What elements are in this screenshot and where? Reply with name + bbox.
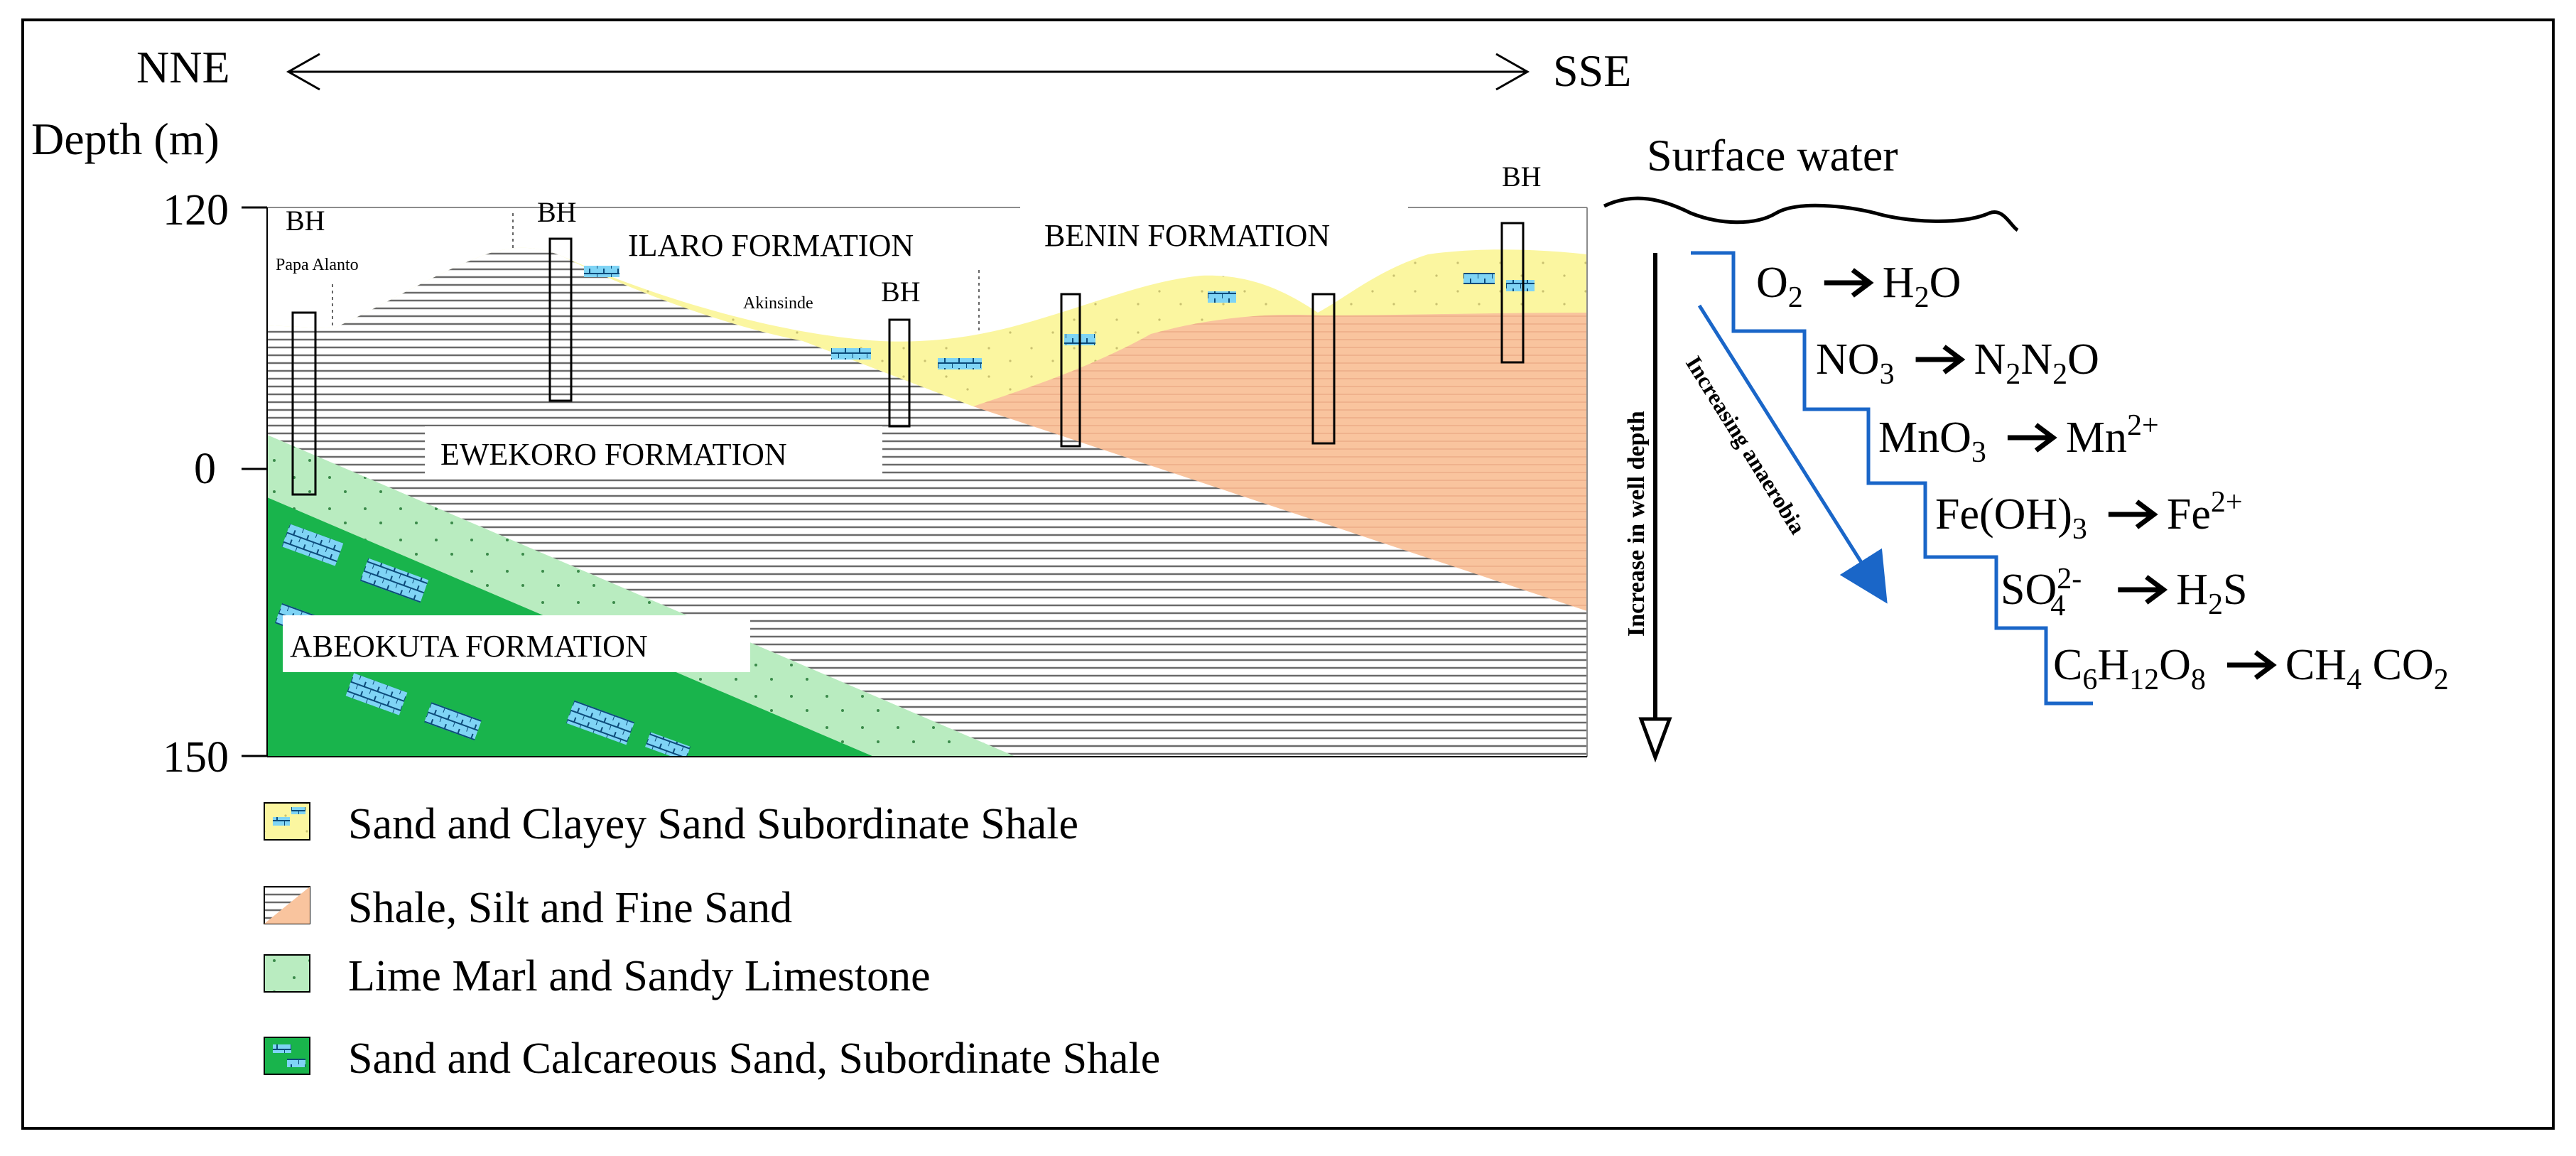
- reaction-row-4-arrow: [2108, 499, 2158, 529]
- borehole-label-3: BH: [881, 276, 921, 308]
- borehole-3: [888, 318, 911, 428]
- reaction-row-3-arrow: [2007, 423, 2057, 453]
- depth-axis-title: Depth (m): [31, 114, 220, 164]
- reaction-row-2-product: N2​N2​O: [1974, 335, 2099, 391]
- borehole-6: [1500, 222, 1525, 364]
- legend-label-2: Shale, Silt and Fine Sand: [348, 884, 792, 932]
- depth-axis: [242, 206, 267, 757]
- reaction-row-5-product: H2​S: [2176, 566, 2247, 621]
- formation-label-ewekoro-box: EWEKORO FORMATION: [425, 426, 882, 479]
- location-markers: [332, 213, 980, 334]
- reaction-row-6-reactant: C6​H12​O8​: [2053, 641, 2206, 696]
- redox-staircase: [1691, 251, 2093, 706]
- formation-label-abeokuta: ABEOKUTA FORMATION: [290, 629, 648, 664]
- formation-label-benin-box: BENIN FORMATION: [1020, 205, 1408, 260]
- depth-tick-0: 0: [194, 445, 216, 493]
- depth-increase-arrow: [1638, 253, 1672, 763]
- legend-label-3: Lime Marl and Sandy Limestone: [348, 952, 931, 1000]
- reaction-row-1-reactant: O2​: [1756, 259, 1803, 314]
- reaction-row-3-reactant: MnO3​: [1878, 414, 1986, 469]
- borehole-label-6: BH: [1502, 161, 1542, 193]
- anaerobia-arrow: [1697, 304, 1888, 604]
- place-papa-alanto: Papa Alanto: [276, 256, 359, 274]
- reaction-row-4-reactant: Fe(OH)3​: [1935, 490, 2087, 546]
- borehole-4: [1060, 293, 1081, 448]
- formation-label-benin: BENIN FORMATION: [1044, 218, 1330, 253]
- legend-item-sand-clayey: Sand and Clayey Sand Subordinate Shale: [264, 800, 1078, 848]
- redox-reactions: O2​ H2​O NO3​ N2​N2​O MnO3​ Mn2+​ Fe(OH)3​ Fe2+…: [1756, 259, 2449, 696]
- boreholes: [291, 222, 1525, 496]
- reaction-row-3-product: Mn2+​: [2066, 409, 2159, 462]
- legend-item-lime-marl: Lime Marl and Sandy Limestone: [264, 952, 931, 1000]
- depth-tick-120: 120: [163, 186, 229, 234]
- borehole-2: [548, 237, 573, 402]
- legend-label-4: Sand and Calcareous Sand, Subordinate Sh…: [348, 1035, 1160, 1083]
- reaction-row-2-arrow: [1915, 345, 1966, 374]
- figure-frame: [21, 18, 2555, 1130]
- formation-label-abeokuta-box: ABEOKUTA FORMATION: [283, 615, 750, 672]
- reaction-row-1-arrow: [1824, 268, 1874, 298]
- borehole-5: [1311, 293, 1336, 445]
- formation-label-ilaro: ILARO FORMATION: [628, 228, 914, 263]
- surface-water-label: Surface water: [1647, 130, 1898, 180]
- legend: Sand and Clayey Sand Subordinate Shale S…: [264, 800, 1160, 1083]
- reaction-row-2-reactant: NO3​: [1816, 335, 1895, 391]
- reaction-row-5-reactant: SO2-4​: [2001, 563, 2082, 622]
- reaction-row-5-arrow: [2118, 575, 2168, 605]
- yellow-sand-lenses: [584, 266, 1535, 369]
- borehole-label-1: BH: [286, 205, 325, 237]
- direction-double-arrow: [286, 53, 1530, 91]
- place-akinsinde: Akinsinde: [743, 294, 813, 313]
- surface-water-brace: [1603, 196, 2019, 232]
- legend-item-shale: Shale, Silt and Fine Sand: [264, 884, 792, 932]
- calcareous-sand-lenses: [274, 524, 691, 757]
- reaction-row-1-product: H2​O: [1883, 259, 1961, 314]
- formation-label-ewekoro: EWEKORO FORMATION: [440, 437, 787, 472]
- legend-label-1: Sand and Clayey Sand Subordinate Shale: [348, 800, 1078, 848]
- legend-item-calcareous-sand: Sand and Calcareous Sand, Subordinate Sh…: [264, 1035, 1160, 1083]
- cross-section: [267, 207, 1587, 757]
- depth-tick-150: 150: [163, 733, 229, 782]
- reaction-row-6-arrow: [2226, 650, 2277, 680]
- borehole-1: [291, 311, 317, 496]
- reaction-row-4-product: Fe2+​: [2167, 486, 2243, 539]
- borehole-label-2: BH: [537, 196, 577, 228]
- direction-left-label: NNE: [136, 42, 230, 92]
- direction-right-label: SSE: [1553, 45, 1631, 96]
- reaction-row-6-product: CH4​ CO2​: [2285, 641, 2449, 696]
- depth-increase-label: Increase in well depth: [1623, 411, 1650, 637]
